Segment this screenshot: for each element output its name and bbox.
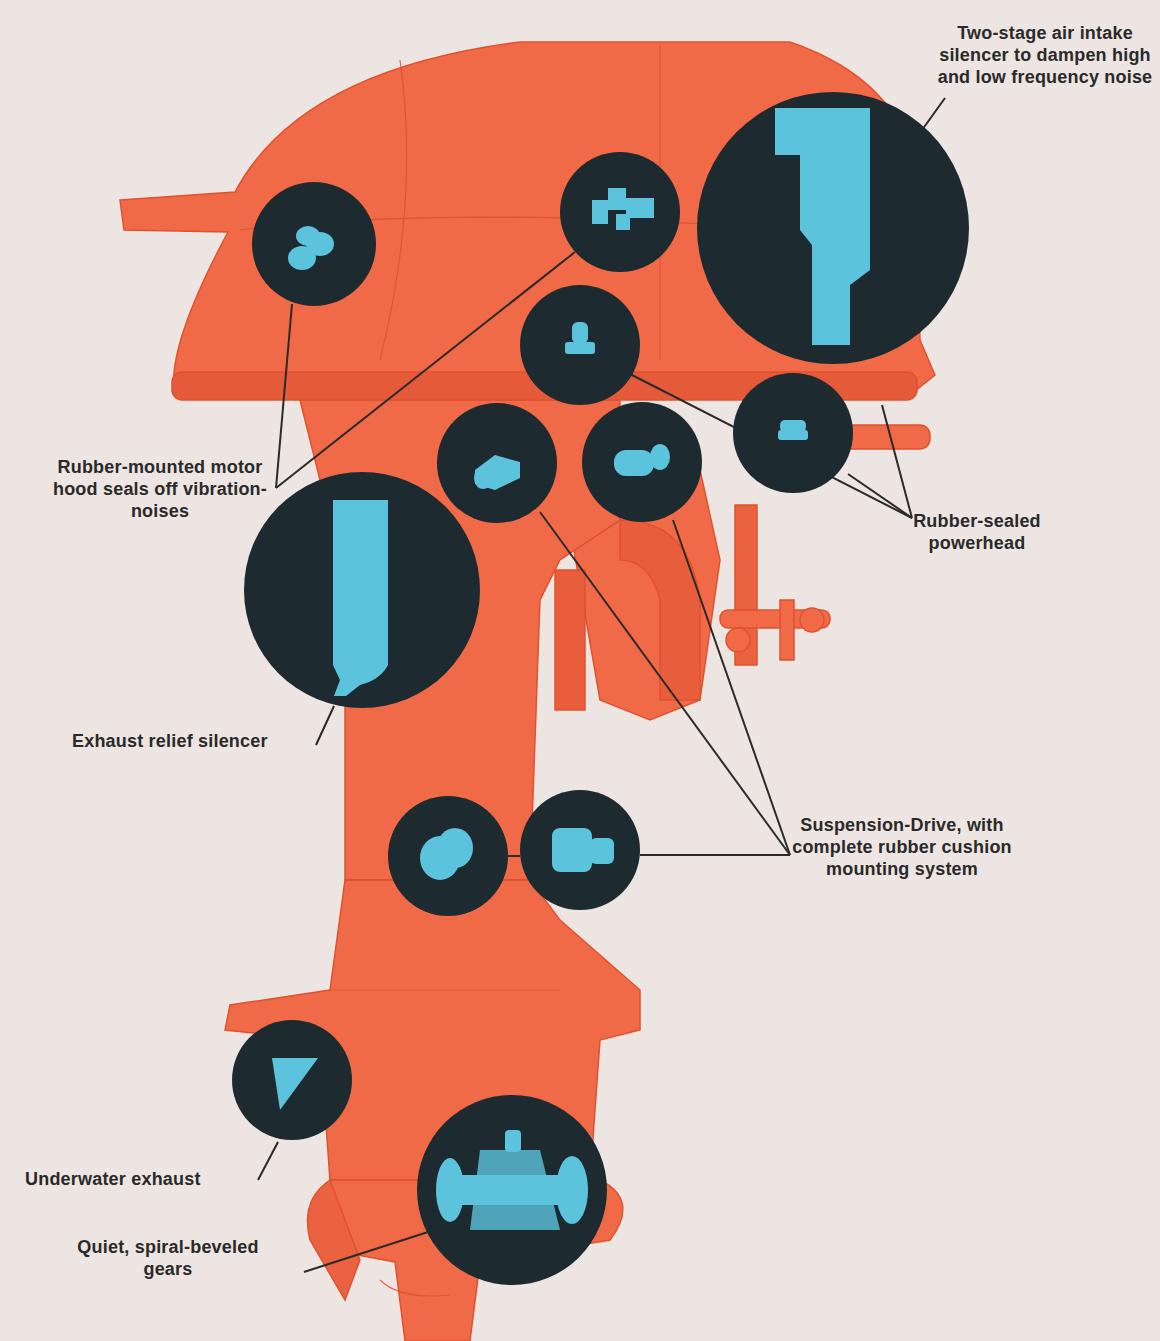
callout-label: Quiet, spiral-beveled gears [61, 1236, 276, 1280]
callout-label: Rubber-mounted motor hood seals off vibr… [43, 456, 278, 522]
callout-label: Two-stage air intake silencer to dampen … [938, 22, 1153, 88]
callout-label: Suspension-Drive, with complete rubber c… [790, 814, 1015, 880]
part-icons [272, 108, 870, 1230]
callout-circles [232, 92, 969, 1285]
callout-label: Rubber-sealed powerhead [902, 510, 1052, 554]
motor-body [120, 42, 935, 1341]
callout-label: Underwater exhaust [25, 1168, 201, 1190]
callout-label: Exhaust relief silencer [72, 730, 268, 752]
